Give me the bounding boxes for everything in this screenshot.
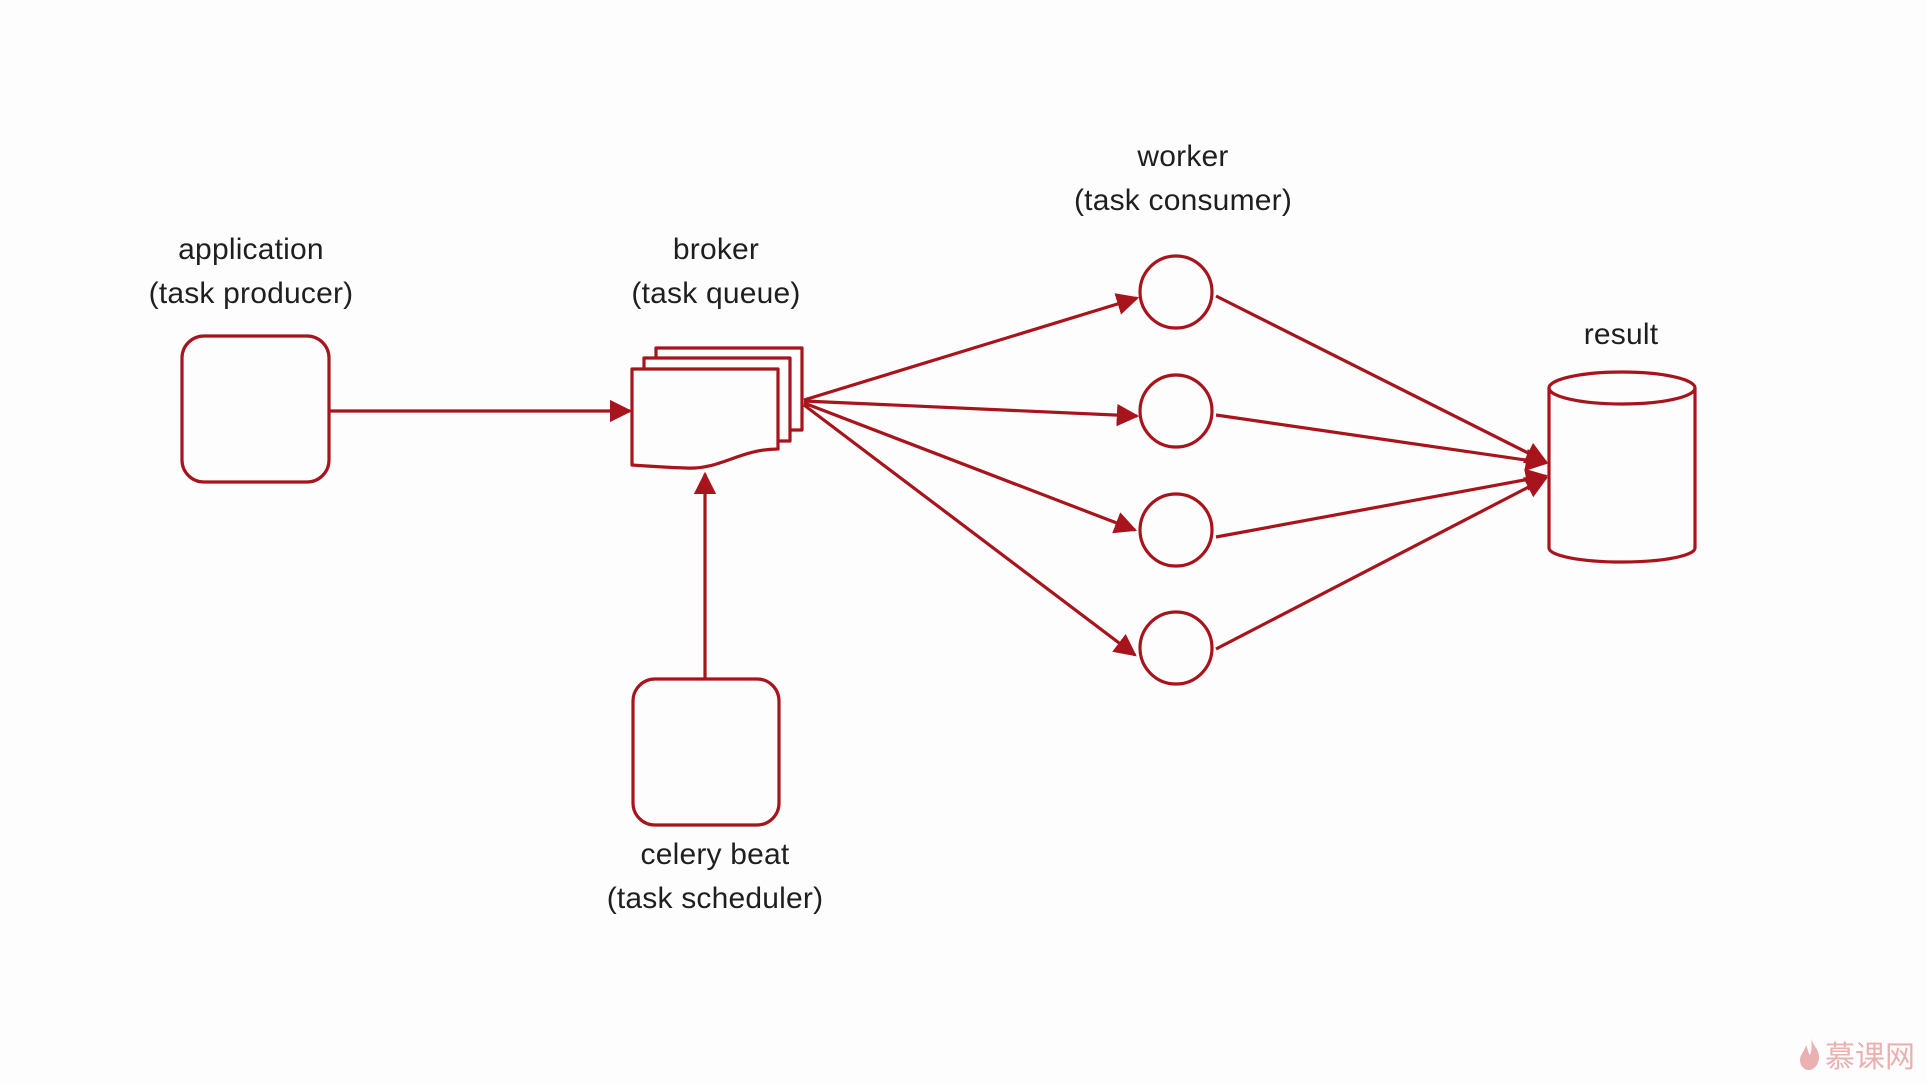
result-cylinder-top [1547, 370, 1697, 406]
application-label: application (task producer) [149, 228, 354, 316]
worker-node-2 [1138, 373, 1214, 449]
worker-node-3 [1138, 492, 1214, 568]
broker-label: broker (task queue) [631, 228, 800, 316]
edge-broker-worker-1 [803, 293, 1140, 402]
edge-broker-worker-4 [803, 403, 1137, 657]
application-name: application [178, 233, 324, 266]
result-label: result [1584, 313, 1659, 357]
watermark: 慕课网 [1799, 1032, 1915, 1076]
application-node [180, 334, 331, 484]
beat-role: (task scheduler) [606, 882, 824, 915]
broker-page-front [630, 367, 780, 470]
broker-name: broker [672, 233, 760, 266]
result-name: result [1583, 318, 1659, 351]
edge-worker-3-result [1215, 468, 1549, 539]
beat-label: celery beat (task scheduler) [607, 833, 824, 921]
edge-worker-1-result [1215, 294, 1549, 464]
beat-node [631, 677, 781, 827]
edge-broker-worker-2 [803, 399, 1140, 427]
worker-name: worker [1137, 140, 1229, 173]
worker-role: (task consumer) [1073, 184, 1293, 217]
broker-role: (task queue) [631, 277, 801, 310]
worker-node-4 [1138, 610, 1214, 686]
result-node [1547, 370, 1697, 564]
edge-worker-4-result [1215, 476, 1548, 651]
flame-icon [1800, 1038, 1820, 1070]
watermark-text: 慕课网 [1825, 1040, 1915, 1075]
application-role: (task producer) [148, 277, 354, 310]
worker-label: worker (task consumer) [1074, 135, 1292, 223]
beat-name: celery beat [640, 838, 790, 871]
edge-broker-worker-3 [803, 401, 1138, 534]
worker-node-1 [1138, 254, 1214, 330]
result-cylinder-body [1547, 388, 1697, 564]
edge-worker-2-result [1215, 413, 1549, 472]
broker-node [630, 346, 804, 470]
